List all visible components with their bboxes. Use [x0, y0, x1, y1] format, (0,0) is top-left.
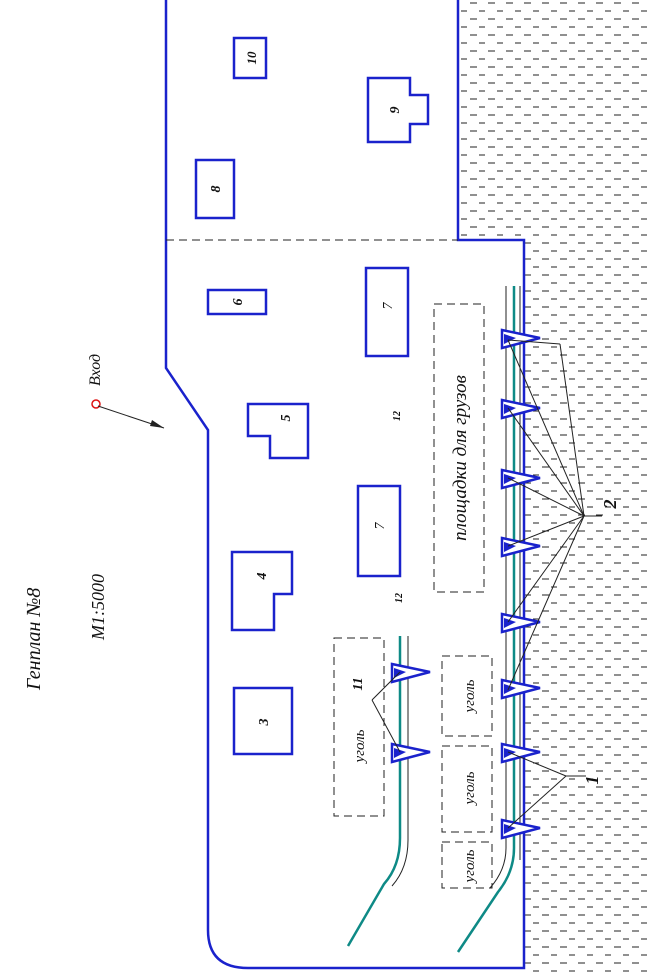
- rail-track: [456, 286, 516, 953]
- crane: [390, 742, 431, 764]
- building-5: [246, 402, 310, 460]
- building-6: [206, 288, 268, 316]
- rail-track: [346, 636, 402, 947]
- building-7-lower: [356, 484, 402, 578]
- building-7-lower-label: 7: [373, 522, 388, 530]
- site-boundary: [164, 0, 526, 970]
- water-area: [456, 0, 648, 240]
- crane: [500, 328, 541, 350]
- storage-zone-11: [333, 637, 385, 817]
- building-10-label: 10: [244, 51, 259, 65]
- building-9: [366, 76, 430, 144]
- small-marker: 12: [394, 593, 405, 603]
- storage-zone: [441, 745, 493, 833]
- leader-lines-2: [507, 339, 602, 691]
- scale-label: М1:5000: [88, 574, 108, 641]
- entrance-marker-icon: [91, 399, 101, 409]
- storage-label: уголь: [462, 679, 478, 714]
- building-3-label: 3: [257, 719, 272, 727]
- building-7-upper: [364, 266, 410, 358]
- cargo-area-label: площадки для грузов: [450, 375, 471, 541]
- callout-1: 1: [582, 776, 602, 785]
- building-3: [232, 686, 294, 756]
- building-10: [232, 36, 268, 80]
- storage-label: уголь: [462, 771, 478, 806]
- building-8-label: 8: [209, 186, 224, 193]
- leader-lines-1: [507, 751, 586, 829]
- building-5-label: 5: [279, 415, 294, 422]
- entrance-label: Вход: [87, 354, 104, 386]
- crane: [500, 536, 541, 558]
- building-8: [194, 158, 236, 220]
- callout-11: 11: [351, 677, 366, 690]
- leader-lines-11: [371, 671, 401, 753]
- crane: [500, 678, 541, 700]
- building-4: [230, 550, 294, 632]
- storage-zone: [441, 841, 493, 889]
- building-6-label: 6: [231, 299, 246, 306]
- water-area: [524, 240, 648, 972]
- arrowhead-icon: [150, 420, 164, 428]
- rail-track: [391, 636, 409, 887]
- storage-label: уголь: [352, 729, 368, 764]
- small-marker: 12: [392, 411, 403, 421]
- storage-label: уголь: [462, 849, 478, 884]
- title-label: Генплан №8: [23, 588, 45, 691]
- building-4-label: 4: [255, 573, 270, 581]
- rail-track: [489, 286, 507, 889]
- building-9-label: 9: [388, 107, 403, 114]
- callout-2: 2: [600, 500, 620, 510]
- building-7-upper-label: 7: [381, 302, 396, 310]
- crane: [500, 612, 541, 634]
